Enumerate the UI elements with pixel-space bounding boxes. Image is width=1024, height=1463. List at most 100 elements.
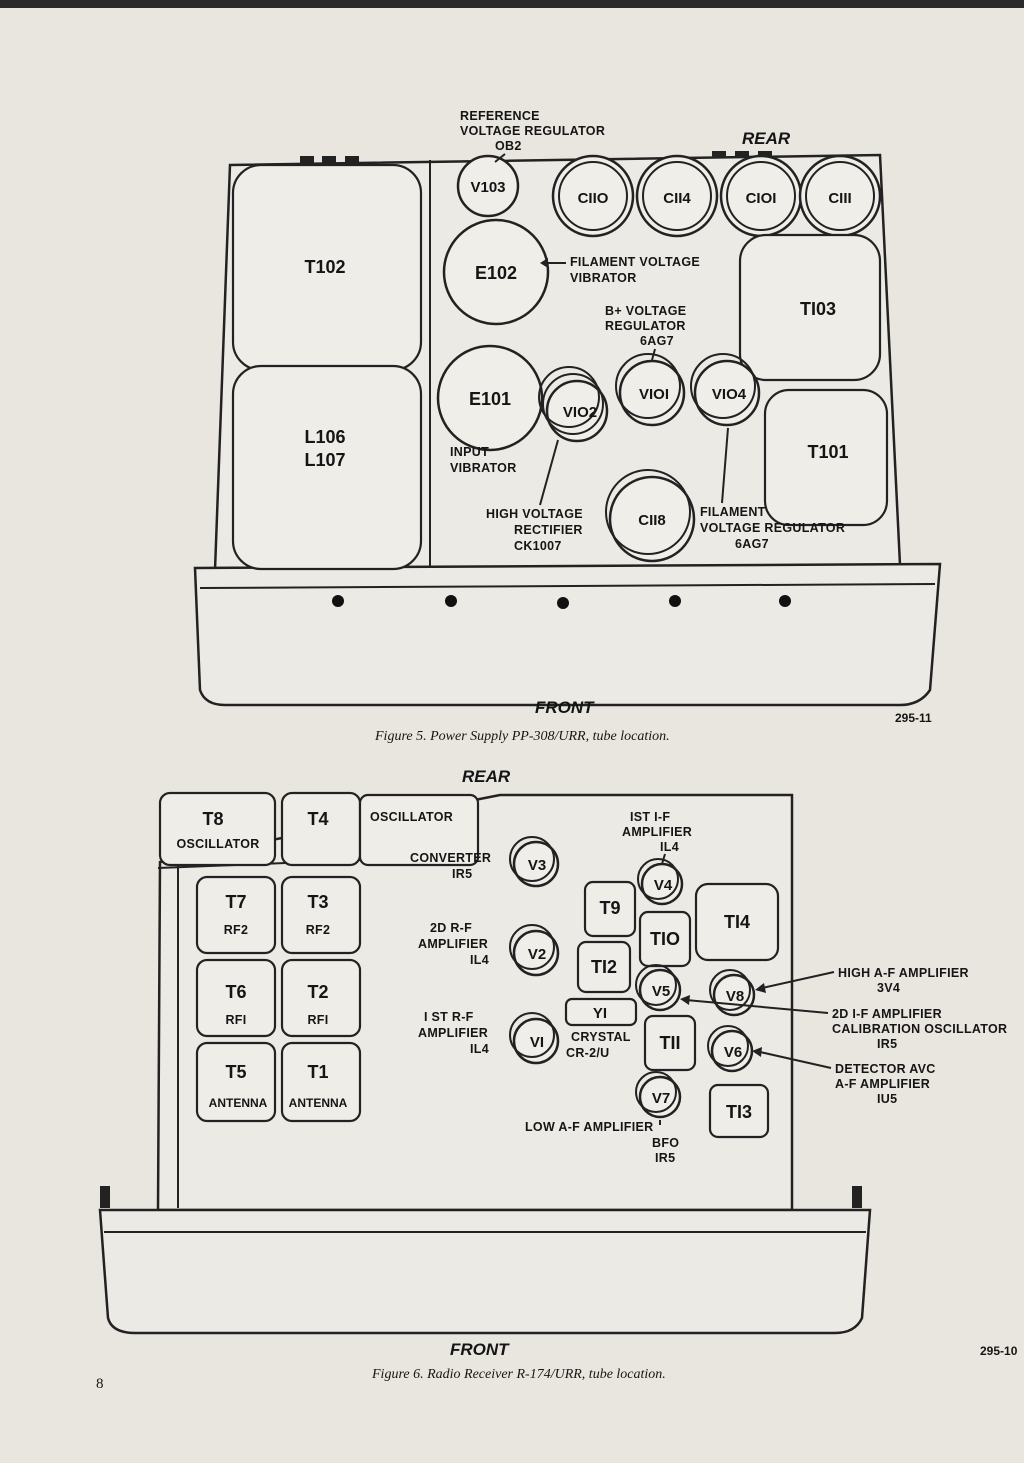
coil-T11 [643,1014,697,1072]
coil-T9 [583,880,637,938]
T9-label: T9 [599,898,620,918]
tube-V104 [693,359,761,427]
E101-label: E101 [469,389,511,409]
coil-T8 [158,791,277,867]
label-bfo-tube: IR5 [655,1151,675,1165]
scan-top-edge [0,0,1024,8]
T12-label: TI2 [591,957,617,977]
figure-6-radio-receiver: T8 OSCILLATOR T4 OSCILLATOR T7 RF2 T3 RF… [98,767,1018,1382]
vibrator-E101 [436,344,544,452]
T102-label: T102 [304,257,345,277]
crystal-Y1 [564,997,638,1027]
label-reference: REFERENCE [460,109,540,123]
label-2d-if-tube: IR5 [877,1037,897,1051]
label-vibrator: VIBRATOR [570,271,637,285]
V101-label: VIOI [639,386,669,403]
label-filament: FILAMENT [700,505,766,519]
V8-label: V8 [726,988,744,1005]
T14-label: TI4 [724,912,750,932]
label-detector-avc: DETECTOR AVC [835,1062,936,1076]
figure-6-caption: Figure 6. Radio Receiver R-174/URR, tube… [371,1367,666,1382]
label-1st-rf: I ST R-F [424,1010,474,1024]
V102-label: VIO2 [563,404,597,421]
C111-label: CIII [828,190,851,207]
Y1-label: YI [593,1005,607,1022]
capacitor-C118 [608,475,696,563]
T3-label: T3 [307,892,328,912]
coil-T2 [280,958,362,1038]
label-input-vibrator: VIBRATOR [450,461,517,475]
C118-label: CII8 [638,512,666,529]
fig6-code: 295-10 [980,1344,1018,1358]
C114-label: CII4 [663,190,691,207]
T6-label: T6 [225,982,246,1002]
label-1st-if: IST I-F [630,810,670,824]
V103-label: V103 [470,179,505,196]
fig5-code: 295-11 [895,711,932,725]
power-supply-case-base [193,562,942,707]
receiver-case-base [98,1208,872,1335]
coil-T4 [280,791,362,867]
label-filament-voltage: FILAMENT VOLTAGE [570,255,700,269]
L106-label: L106 [304,427,345,447]
label-high-voltage: HIGH VOLTAGE [486,507,583,521]
label-input: INPUT [450,445,489,459]
coil-T7 [195,875,277,955]
V104-label: VIO4 [712,386,747,403]
L107-label: L107 [304,450,345,470]
label-6AG7-filament: 6AG7 [735,537,769,551]
T1-label: T1 [307,1062,328,1082]
T103-label: TI03 [800,299,836,319]
T7-label: T7 [225,892,246,912]
V7-label: V7 [652,1090,670,1107]
label-oscillator: OSCILLATOR [370,810,453,824]
coil-T3 [280,875,362,955]
V5-label: V5 [652,983,670,1000]
C110-label: CIIO [578,190,609,207]
label-2d-rf-amplifier: AMPLIFIER [418,937,488,951]
fig5-rear-label: REAR [742,129,791,148]
T2-sub-label: RFI [307,1013,328,1027]
coil-T10 [638,910,692,968]
fig5-front-label: FRONT [535,698,595,717]
T101-label: T101 [807,442,848,462]
T1-sub-label: ANTENNA [289,1096,348,1110]
label-CK1007: CK1007 [514,539,562,553]
label-calibration-oscillator: CALIBRATION OSCILLATOR [832,1022,1007,1036]
label-low-af-amplifier: LOW A-F AMPLIFIER [525,1120,653,1134]
component-T103 [738,233,882,382]
figure-5-caption: Figure 5. Power Supply PP-308/URR, tube … [374,729,670,744]
label-fil-voltage-regulator: VOLTAGE REGULATOR [700,521,845,535]
T4-label: T4 [307,809,328,829]
label-regulator: REGULATOR [605,319,686,333]
C101-label: CIOI [746,190,777,207]
T8-label: T8 [202,809,223,829]
figure-5-power-supply: T102 L106 L107 V103 E102 E101 CIIO CII4 … [193,109,942,744]
label-OB2: OB2 [495,139,522,153]
T8-sub-label: OSCILLATOR [176,837,259,851]
label-2d-if-amplifier: 2D I-F AMPLIFIER [832,1007,942,1021]
capacitor-C114 [635,154,719,238]
tube-V103 [456,154,520,218]
label-2d-rf: 2D R-F [430,921,472,935]
label-crystal: CRYSTAL [571,1030,631,1044]
T13-label: TI3 [726,1102,752,1122]
label-bfo: BFO [652,1136,679,1150]
coil-T6 [195,958,277,1038]
label-detector-tube: IU5 [877,1092,897,1106]
T7-sub-label: RF2 [224,923,249,937]
label-1st-if-tube: IL4 [660,840,679,854]
coil-T12 [576,940,632,994]
label-converter: CONVERTER [410,851,491,865]
label-2d-rf-tube: IL4 [470,953,489,967]
capacitor-C110 [551,154,635,238]
V6-label: V6 [724,1044,742,1061]
coil-T14 [694,882,780,962]
tube-V101 [618,359,686,427]
T6-sub-label: RFI [225,1013,246,1027]
V4-label: V4 [654,877,673,894]
fig6-front-label: FRONT [450,1340,510,1359]
T5-sub-label: ANTENNA [209,1096,268,1110]
